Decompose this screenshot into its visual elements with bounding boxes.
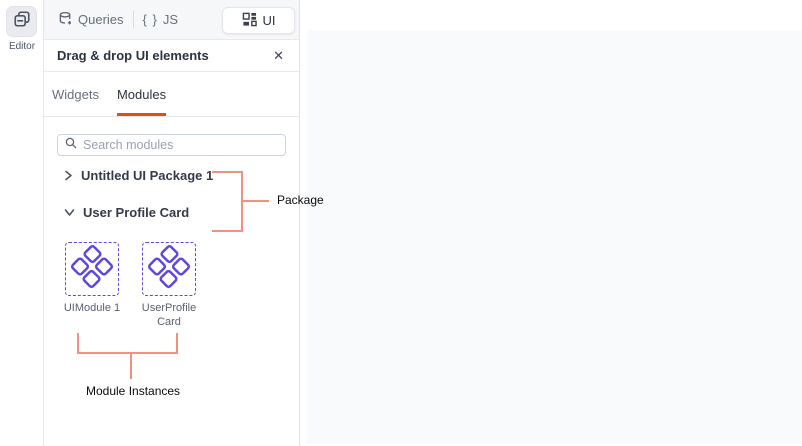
js-braces-icon: { }: [142, 12, 158, 27]
annotation-line: [130, 352, 132, 379]
panel-tab-bar: Widgets Modules: [44, 72, 299, 117]
annotation-line: [241, 171, 243, 232]
package-name: User Profile Card: [83, 204, 190, 220]
ui-grid-icon: [242, 12, 257, 30]
annotation-line: [212, 171, 243, 173]
left-rail: Editor: [0, 0, 44, 446]
tab-queries-label: Queries: [78, 12, 124, 27]
package-name: Untitled UI Package 1: [81, 167, 214, 183]
annotation-line: [77, 333, 79, 354]
search-icon: [65, 136, 77, 154]
editor-pages-icon: [13, 10, 31, 33]
queries-datasource-icon: [58, 11, 73, 29]
module-diamonds-icon: [146, 244, 192, 295]
tab-js[interactable]: { } JS: [143, 12, 178, 27]
annotation-line: [77, 352, 178, 354]
chevron-right-icon: [64, 170, 73, 181]
tab-queries[interactable]: Queries: [58, 11, 124, 29]
annotation-line: [212, 230, 243, 232]
search-modules-input[interactable]: [83, 138, 278, 152]
close-icon[interactable]: ✕: [273, 48, 284, 63]
module-instance-name: UserProfileCard: [141, 302, 197, 328]
package-row-user-profile-card[interactable]: User Profile Card: [44, 203, 299, 221]
module-instance-name: UIModule 1: [63, 302, 121, 314]
annotation-line: [243, 200, 269, 202]
panel-header: Drag & drop UI elements ✕: [44, 40, 299, 72]
module-item: UserProfileCard: [141, 242, 197, 329]
tab-ui-selected[interactable]: UI: [222, 7, 295, 34]
chevron-down-icon: [64, 208, 75, 217]
panel-title: Drag & drop UI elements: [57, 48, 209, 63]
module-diamonds-icon: [69, 244, 115, 295]
segment-divider: [132, 11, 134, 28]
tab-js-label: JS: [162, 12, 178, 27]
search-modules-box: [57, 134, 286, 156]
module-card-userprofilecard[interactable]: [142, 242, 196, 296]
annotation-module-instances-label: Module Instances: [86, 384, 181, 398]
app-canvas[interactable]: [307, 30, 802, 444]
tab-ui-label: UI: [262, 13, 276, 28]
editor-nav-button[interactable]: [6, 6, 37, 37]
editor-nav-label: Editor: [8, 41, 36, 52]
entity-explorer-panel: Queries { } JS UI: [44, 0, 300, 446]
annotation-package-label: Package: [277, 193, 324, 207]
editor-segment-tabs: Queries { } JS UI: [44, 0, 299, 40]
module-instances-row: UIModule 1 UserProfileCard: [44, 242, 299, 329]
tab-modules[interactable]: Modules: [116, 72, 167, 116]
module-item: UIModule 1: [64, 242, 120, 329]
annotation-line: [176, 333, 178, 354]
package-row-untitled-ui-package[interactable]: Untitled UI Package 1: [44, 166, 299, 184]
module-card-uimodule1[interactable]: [65, 242, 119, 296]
tab-widgets[interactable]: Widgets: [52, 86, 99, 102]
